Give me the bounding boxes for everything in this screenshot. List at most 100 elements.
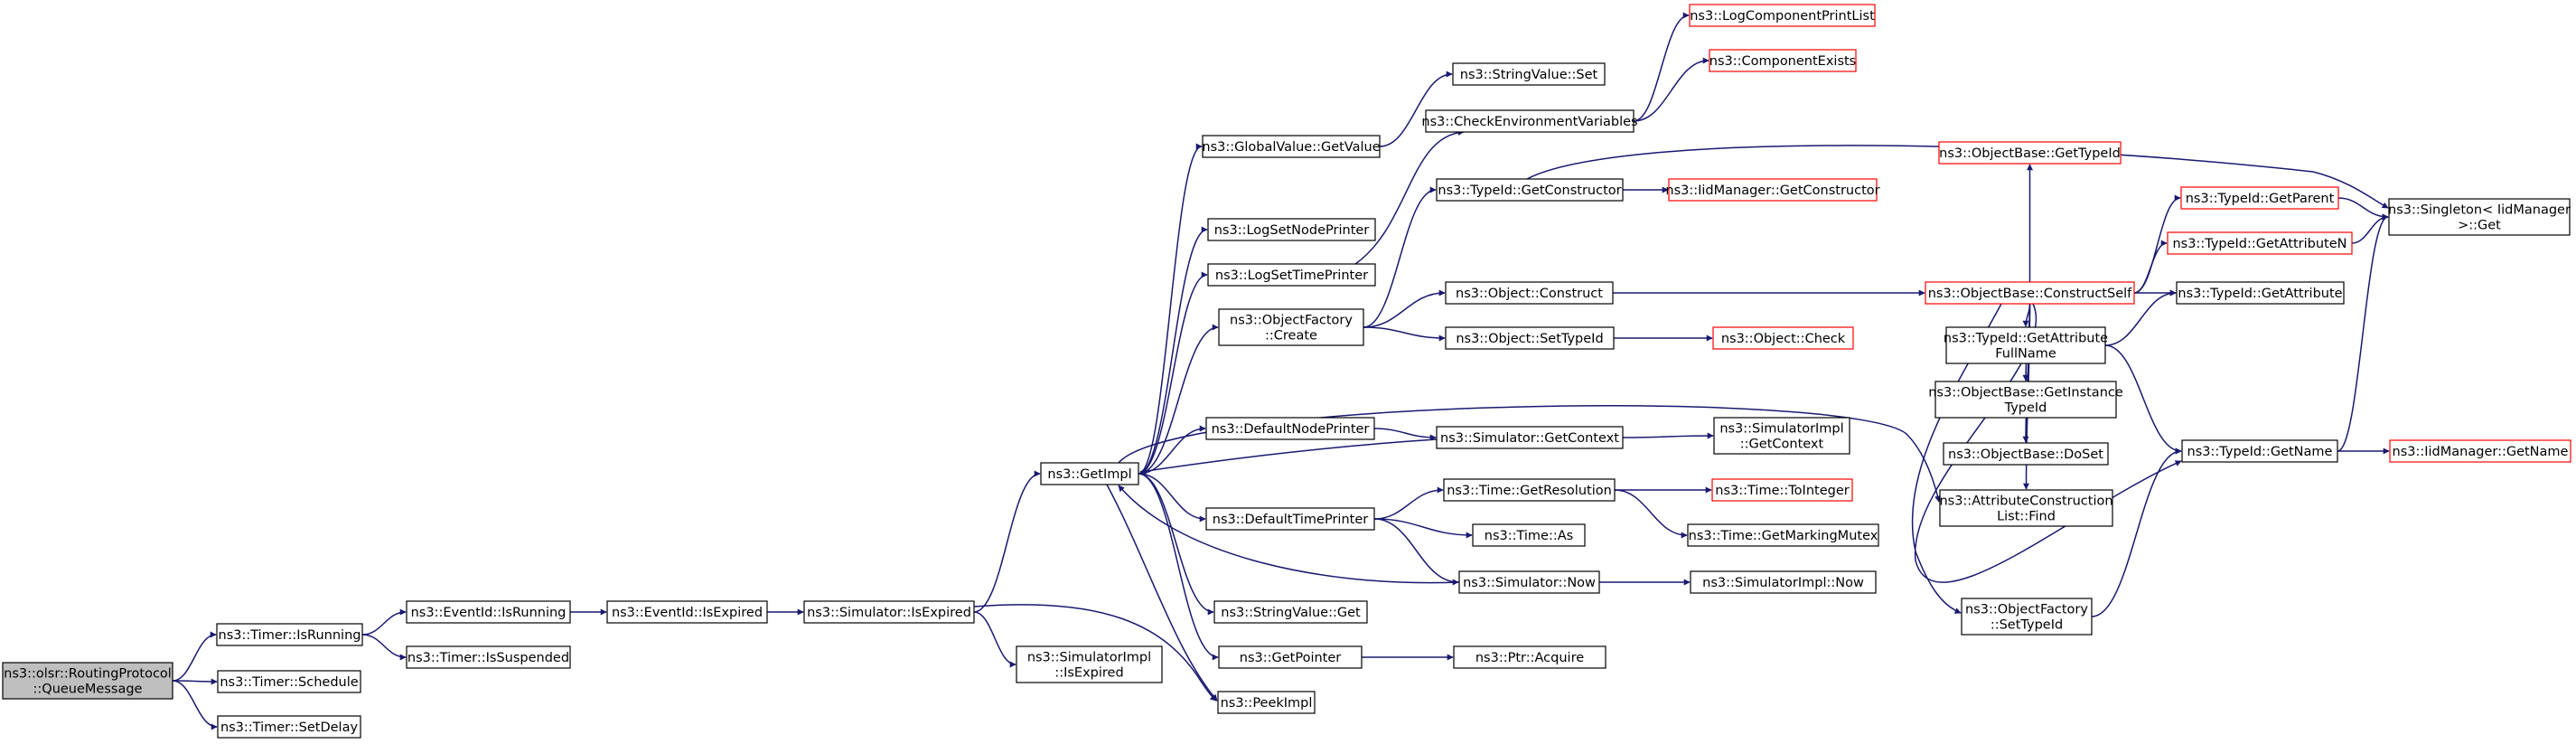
node-label-line: ns3::TypeId::GetAttribute bbox=[2178, 287, 2342, 301]
graph-node-tid_getname[interactable]: ns3::TypeId::GetName bbox=[2181, 439, 2338, 463]
graph-node-logsetnode[interactable]: ns3::LogSetNodePrinter bbox=[1207, 218, 1376, 241]
graph-node-simimpl_now[interactable]: ns3::SimulatorImpl::Now bbox=[1690, 570, 1877, 594]
graph-node-defnodeprinter[interactable]: ns3::DefaultNodePrinter bbox=[1205, 417, 1375, 440]
graph-node-sim_isexpired[interactable]: ns3::Simulator::IsExpired bbox=[803, 600, 975, 624]
graph-node-of_create[interactable]: ns3::ObjectFactory::Create bbox=[1218, 308, 1364, 346]
node-box bbox=[1711, 478, 1853, 502]
graph-node-tid_getattribute[interactable]: ns3::TypeId::GetAttribute bbox=[2176, 281, 2345, 305]
node-box bbox=[1218, 645, 1363, 669]
node-label-line: ns3::Timer::SetDelay bbox=[220, 720, 359, 735]
graph-node-sv_get[interactable]: ns3::StringValue::Get bbox=[1213, 600, 1368, 624]
node-box bbox=[1218, 308, 1364, 346]
call-edge-gv_getvalue-to-sv_set bbox=[1379, 71, 1453, 147]
graph-node-tid_getattributen[interactable]: ns3::TypeId::GetAttributeN bbox=[2167, 231, 2353, 255]
node-box bbox=[1458, 570, 1600, 594]
graph-node-tid_getconstructor[interactable]: ns3::TypeId::GetConstructor bbox=[1436, 178, 1624, 202]
graph-node-obj_settypeid[interactable]: ns3::Object::SetTypeId bbox=[1445, 326, 1615, 350]
graph-node-setdelay[interactable]: ns3::Timer::SetDelay bbox=[217, 715, 361, 739]
node-label-line: ns3::LogSetTimePrinter bbox=[1215, 268, 1368, 283]
node-box bbox=[2167, 231, 2353, 255]
node-label-line: ns3::olsr::RoutingProtocol bbox=[4, 667, 172, 682]
graph-node-eid_isexpired[interactable]: ns3::EventId::IsExpired bbox=[606, 600, 768, 624]
graph-node-of_settypeid[interactable]: ns3::ObjectFactory::SetTypeId bbox=[1961, 598, 2093, 636]
node-label-line: ns3::Simulator::IsExpired bbox=[807, 606, 971, 620]
graph-node-ob_doset[interactable]: ns3::ObjectBase::DoSet bbox=[1943, 442, 2109, 466]
node-box bbox=[1217, 691, 1316, 714]
graph-node-time_getres[interactable]: ns3::Time::GetResolution bbox=[1443, 478, 1616, 502]
graph-node-getpointer[interactable]: ns3::GetPointer bbox=[1218, 645, 1363, 669]
node-label-line: ns3::Object::Check bbox=[1721, 332, 1846, 346]
graph-node-queue[interactable]: ns3::olsr::RoutingProtocol::QueueMessage bbox=[2, 662, 173, 700]
node-box bbox=[2388, 198, 2571, 236]
call-edge-queue-to-isrunning bbox=[172, 631, 217, 682]
graph-node-singleton_get[interactable]: ns3::Singleton< IidManager >::Get bbox=[2388, 198, 2571, 236]
node-box bbox=[1202, 135, 1381, 158]
graph-node-logsettime[interactable]: ns3::LogSetTimePrinter bbox=[1207, 263, 1376, 287]
call-edge-isrunning-to-issuspended bbox=[361, 634, 407, 661]
graph-node-schedule[interactable]: ns3::Timer::Schedule bbox=[217, 670, 361, 693]
node-box bbox=[1445, 281, 1614, 305]
call-edge-sim_isexpired-to-simimpl_isexpired bbox=[973, 611, 1016, 668]
node-box bbox=[1690, 570, 1877, 594]
graph-node-iid_getname[interactable]: ns3::IidManager::GetName bbox=[2389, 439, 2571, 463]
graph-node-ob_constructself[interactable]: ns3::ObjectBase::ConstructSelf bbox=[1925, 281, 2135, 305]
graph-node-simimpl_getcontext[interactable]: ns3::SimulatorImpl::GetContext bbox=[1713, 417, 1850, 455]
node-label-line: ns3::Time::As bbox=[1485, 529, 1573, 543]
node-label-line: >::Get bbox=[2458, 219, 2501, 233]
node-box bbox=[1961, 598, 2093, 636]
node-box bbox=[1207, 218, 1376, 241]
graph-node-deftimeprinter[interactable]: ns3::DefaultTimePrinter bbox=[1205, 507, 1375, 531]
node-box bbox=[1712, 326, 1854, 350]
node-box bbox=[1213, 600, 1368, 624]
graph-node-sim_getcontext[interactable]: ns3::Simulator::GetContext bbox=[1436, 426, 1624, 449]
node-label-line: ::SetTypeId bbox=[1991, 618, 2063, 633]
call-edge-sim_isexpired-to-peekimpl bbox=[973, 604, 1217, 702]
node-box bbox=[1040, 462, 1139, 485]
graph-node-compexists[interactable]: ns3::ComponentExists bbox=[1709, 49, 1857, 72]
graph-node-eid_isrunning[interactable]: ns3::EventId::IsRunning bbox=[406, 600, 571, 624]
call-edge-getimpl-to-getpointer bbox=[1138, 473, 1219, 661]
graph-node-time_markingmutex[interactable]: ns3::Time::GetMarkingMutex bbox=[1687, 523, 1879, 547]
graph-node-tid_getparent[interactable]: ns3::TypeId::GetParent bbox=[2180, 186, 2339, 210]
graph-node-obj_construct[interactable]: ns3::Object::Construct bbox=[1445, 281, 1614, 305]
node-label-line: ns3::IidManager::GetName bbox=[2393, 445, 2569, 459]
call-edge-time_getres-to-time_markingmutex bbox=[1614, 489, 1688, 539]
node-label-line: ns3::EventId::IsRunning bbox=[411, 606, 567, 620]
graph-node-ob_gettypeid[interactable]: ns3::ObjectBase::GetTypeId bbox=[1938, 141, 2122, 165]
node-label-line: ns3::TypeId::GetConstructor bbox=[1438, 184, 1621, 198]
graph-node-checkenv[interactable]: ns3::CheckEnvironmentVariables bbox=[1421, 109, 1638, 133]
graph-node-iid_getconstructor[interactable]: ns3::IidManager::GetConstructor bbox=[1665, 178, 1880, 202]
call-edge-sim_getcontext-to-getimpl bbox=[1139, 438, 1438, 475]
node-box bbox=[1436, 426, 1624, 449]
graph-node-issuspended[interactable]: ns3::Timer::IsSuspended bbox=[406, 645, 571, 669]
graph-node-logcompprint[interactable]: ns3::LogComponentPrintList bbox=[1689, 4, 1876, 27]
node-label-line: ns3::Time::GetResolution bbox=[1447, 484, 1612, 498]
graph-node-sim_now[interactable]: ns3::Simulator::Now bbox=[1458, 570, 1600, 594]
node-label-line: ns3::TypeId::GetAttributeN bbox=[2172, 237, 2347, 251]
node-label-line: List::Find bbox=[1997, 510, 2056, 524]
graph-node-getimpl[interactable]: ns3::GetImpl bbox=[1040, 462, 1139, 485]
graph-node-sv_set[interactable]: ns3::StringValue::Set bbox=[1452, 62, 1606, 86]
node-box bbox=[1939, 489, 2113, 527]
node-label-line: ::QueueMessage bbox=[33, 683, 143, 697]
node-box bbox=[1016, 645, 1163, 683]
graph-node-time_tointeger[interactable]: ns3::Time::ToInteger bbox=[1711, 478, 1853, 502]
node-label-line: TypeId bbox=[2004, 401, 2047, 416]
graph-node-isrunning[interactable]: ns3::Timer::IsRunning bbox=[216, 623, 363, 646]
call-edge-of_create-to-obj_construct bbox=[1363, 289, 1446, 328]
graph-node-ptr_acquire[interactable]: ns3::Ptr::Acquire bbox=[1453, 645, 1606, 669]
graph-node-peekimpl[interactable]: ns3::PeekImpl bbox=[1217, 691, 1316, 714]
graph-node-obj_check[interactable]: ns3::Object::Check bbox=[1712, 326, 1854, 350]
graph-node-simimpl_isexpired[interactable]: ns3::SimulatorImpl::IsExpired bbox=[1016, 645, 1163, 683]
call-edge-getimpl-to-sv_get bbox=[1138, 473, 1214, 616]
node-label-line: ns3::SimulatorImpl::Now bbox=[1702, 576, 1864, 590]
node-box bbox=[1709, 49, 1857, 72]
call-edge-getimpl-to-defnodeprinter bbox=[1138, 425, 1206, 475]
graph-node-gv_getvalue[interactable]: ns3::GlobalValue::GetValue bbox=[1202, 135, 1381, 158]
graph-node-time_as[interactable]: ns3::Time::As bbox=[1472, 523, 1586, 547]
call-edge-deftimeprinter-to-sim_now bbox=[1373, 518, 1459, 586]
